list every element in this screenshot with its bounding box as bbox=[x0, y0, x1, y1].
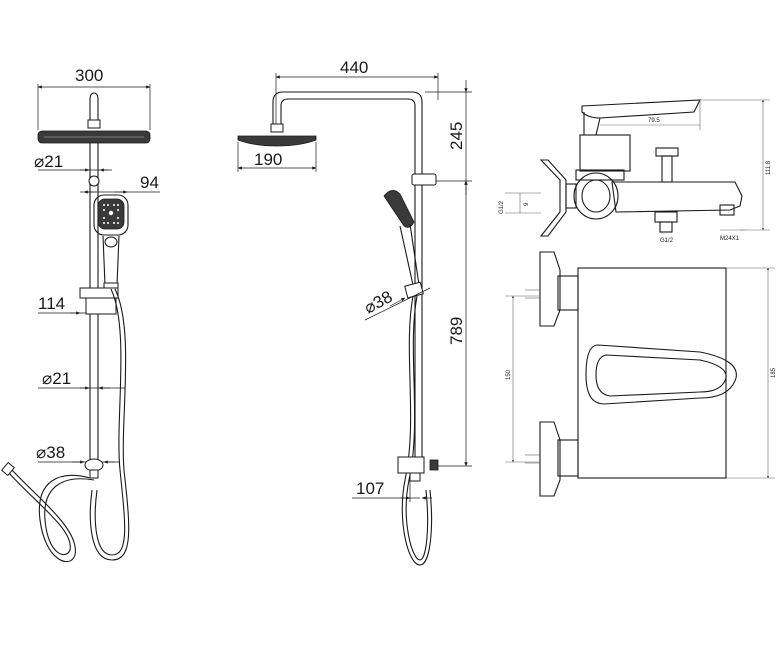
label-thread-bottom: G1/2 bbox=[660, 238, 674, 244]
dim-arm-diameter: ⌀21 bbox=[34, 152, 112, 172]
label-holder-diameter: ⌀38 bbox=[36, 443, 65, 462]
label-150: 150 bbox=[506, 369, 512, 380]
dim-holder-diameter: ⌀38 bbox=[36, 443, 120, 479]
mixer-side-view: 79.5 G1/2 9 M24X1 G1/2 111.8 bbox=[499, 99, 772, 244]
label-rail-diameter: ⌀21 bbox=[42, 369, 71, 388]
side-handshower bbox=[383, 190, 424, 299]
dim-handshower-width: 94 bbox=[80, 173, 160, 194]
label-thread-left: G1/2 bbox=[499, 200, 505, 214]
label-arm-diameter: ⌀21 bbox=[34, 152, 63, 171]
dim-column-height: 789 bbox=[430, 180, 472, 467]
side-arm-column bbox=[272, 91, 437, 468]
label-789: 789 bbox=[447, 317, 466, 345]
side-bottom-holder bbox=[397, 456, 439, 482]
mixer-front-view: 150 185 bbox=[505, 251, 777, 497]
dim-arm-reach: 440 bbox=[275, 58, 439, 128]
label-side-38: ⌀38 bbox=[361, 287, 396, 317]
front-hose bbox=[1, 288, 130, 563]
front-slide-bracket: 114 bbox=[38, 287, 119, 315]
label-245: 245 bbox=[447, 122, 466, 150]
dim-head-drop: 245 bbox=[425, 80, 472, 195]
label-94: 94 bbox=[140, 173, 159, 192]
side-view: 440 190 245 bbox=[237, 58, 472, 566]
label-114: 114 bbox=[38, 294, 65, 313]
front-handshower bbox=[93, 194, 129, 290]
label-m24: M24X1 bbox=[720, 236, 740, 242]
front-view: 300 ⌀21 94 bbox=[1, 66, 160, 563]
label-440: 440 bbox=[340, 58, 368, 77]
front-overhead-shower bbox=[37, 130, 151, 144]
label-185: 185 bbox=[771, 367, 777, 378]
front-shower-arm bbox=[87, 92, 101, 129]
dim-bottom-offset: 107 bbox=[352, 479, 432, 502]
label-79-5: 79.5 bbox=[648, 118, 660, 124]
label-190: 190 bbox=[254, 150, 282, 169]
label-300: 300 bbox=[75, 66, 103, 85]
dim-overhead-width: 300 bbox=[37, 66, 151, 130]
dim-rail-diameter: ⌀21 bbox=[38, 369, 125, 390]
label-111-8: 111.8 bbox=[766, 160, 772, 175]
label-9: 9 bbox=[524, 202, 530, 206]
label-107: 107 bbox=[356, 479, 384, 498]
dim-overhead-diameter: 190 bbox=[237, 142, 317, 172]
side-overhead-shower bbox=[237, 123, 317, 147]
side-hose bbox=[401, 295, 433, 566]
